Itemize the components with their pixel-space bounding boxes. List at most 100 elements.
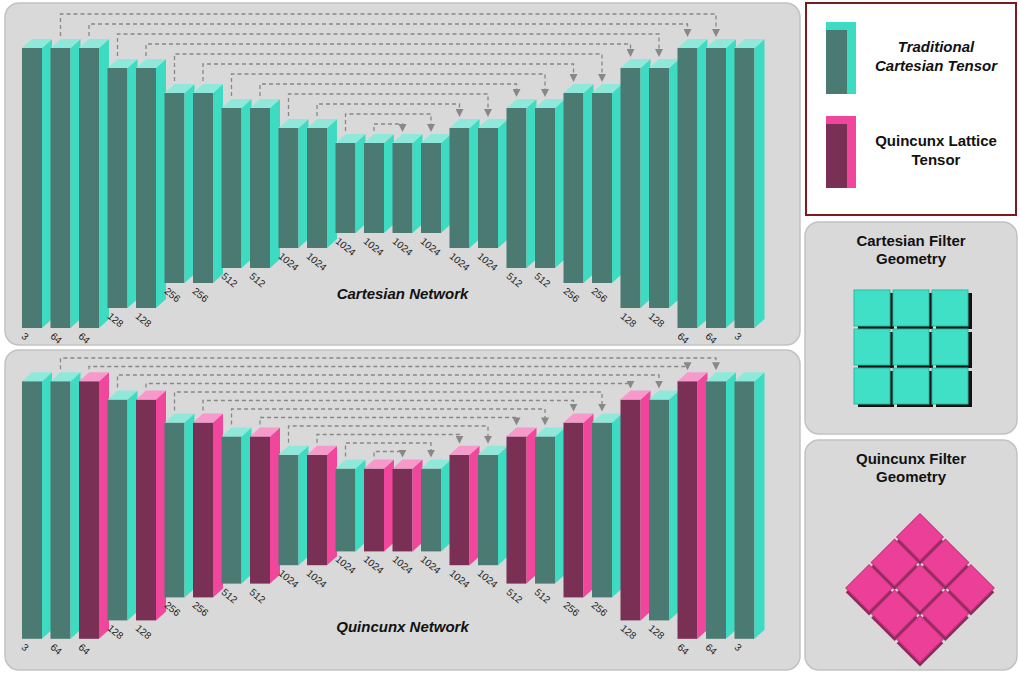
tensor-top	[592, 414, 622, 423]
tensor-front	[222, 108, 242, 268]
tensor-front	[393, 143, 413, 233]
cartesian-tensor	[706, 39, 736, 328]
tensor-top	[279, 446, 309, 455]
skip-connection	[89, 24, 688, 36]
tensor-top	[535, 427, 565, 436]
network-panel	[5, 3, 800, 345]
tensor-front	[307, 128, 327, 248]
tensor-front	[193, 93, 213, 283]
tensor-front	[336, 469, 356, 552]
tensor-front	[564, 93, 584, 283]
cartesian-tensor	[193, 84, 223, 283]
skip-connection	[346, 443, 432, 457]
tensor-top	[706, 372, 736, 381]
tensor-side	[755, 39, 765, 328]
cartesian-tensor	[336, 134, 366, 233]
quincunx-tensor	[79, 372, 109, 639]
cartesian-tensor	[393, 134, 423, 233]
legend-swatch	[826, 22, 856, 94]
cartesian-tensor	[450, 119, 480, 248]
tensor-side	[755, 372, 765, 639]
tensor-top	[108, 59, 138, 68]
tensor-top	[250, 427, 280, 436]
cartesian-tensor	[279, 446, 309, 565]
skip-connection	[289, 426, 489, 443]
tensor-front	[279, 128, 299, 248]
cartesian-tensor	[165, 84, 195, 283]
cartesian-tensor	[478, 446, 508, 565]
tensor-top	[621, 59, 651, 68]
tensor-top	[364, 134, 394, 143]
tensor-front	[678, 48, 698, 328]
filter-cell	[893, 368, 929, 404]
quincunx-tensor	[450, 446, 480, 565]
skip-connection	[89, 367, 688, 370]
cartesian-tensor	[421, 134, 451, 233]
quincunx-tensor	[250, 427, 280, 583]
filter-cell	[932, 329, 968, 365]
cartesian-tensor	[165, 414, 195, 598]
filter-cell	[893, 290, 929, 326]
tensor-front	[478, 128, 498, 248]
tensor-top	[22, 39, 52, 48]
legend-label: Traditional Cartesian Tensor	[862, 14, 1010, 100]
tensor-top	[421, 134, 451, 143]
tensor-top	[735, 39, 765, 48]
cartesian-tensor	[535, 99, 565, 268]
tensor-front	[450, 455, 470, 565]
tensor-front	[421, 469, 441, 552]
quincunx-tensor	[364, 460, 394, 552]
tensor-front	[22, 48, 42, 328]
tensor-front	[79, 48, 99, 328]
cartesian-tensor	[735, 372, 765, 639]
tensor-front	[51, 381, 71, 639]
network-panel: Quincunx Network	[5, 350, 800, 670]
node-title: Quincunx Filter Geometry	[831, 450, 991, 486]
tensor-top	[364, 460, 394, 469]
cartesian-tensor	[22, 372, 52, 639]
tensor-front	[250, 436, 270, 583]
cartesian-tensor	[649, 59, 679, 308]
filter-cell	[854, 329, 890, 365]
cartesian-tensor	[222, 99, 252, 268]
filter-panel	[805, 222, 1017, 434]
tensor-front	[649, 400, 669, 621]
tensor-front	[592, 423, 612, 598]
cartesian-tensor	[592, 84, 622, 283]
tensor-top	[108, 391, 138, 400]
filter-cell	[932, 368, 968, 404]
cartesian-tensor	[735, 39, 765, 328]
node-title: Quincunx Network	[336, 618, 469, 636]
tensor-top	[564, 414, 594, 423]
tensor-top	[507, 99, 537, 108]
tensor-front	[649, 68, 669, 308]
tensor-top	[478, 119, 508, 128]
cartesian-tensor	[108, 59, 138, 308]
skip-connection	[289, 94, 489, 116]
tensor-front	[706, 48, 726, 328]
tensor-top	[706, 39, 736, 48]
skip-connection	[203, 64, 574, 81]
skip-connection	[260, 418, 517, 425]
skip-connection	[146, 384, 631, 388]
tensor-top	[507, 427, 537, 436]
cartesian-tensor	[478, 119, 508, 248]
tensor-top	[250, 99, 280, 108]
cartesian-tensor	[706, 372, 736, 639]
cartesian-tensor	[279, 119, 309, 248]
tensor-top	[393, 460, 423, 469]
tensor-front	[706, 381, 726, 639]
skip-connection	[61, 358, 717, 369]
network-panel: Cartesian Network	[5, 3, 800, 345]
tensor-top	[222, 99, 252, 108]
tensor-top	[535, 99, 565, 108]
quincunx-filter	[844, 514, 997, 667]
tensor-front	[136, 400, 156, 621]
tensor-top	[307, 119, 337, 128]
cartesian-tensor	[592, 414, 622, 598]
cartesian-tensor	[364, 134, 394, 233]
tensor-top	[222, 427, 252, 436]
quincunx-tensor	[507, 427, 537, 583]
skip-connection	[175, 54, 603, 81]
skip-connection	[61, 14, 717, 36]
